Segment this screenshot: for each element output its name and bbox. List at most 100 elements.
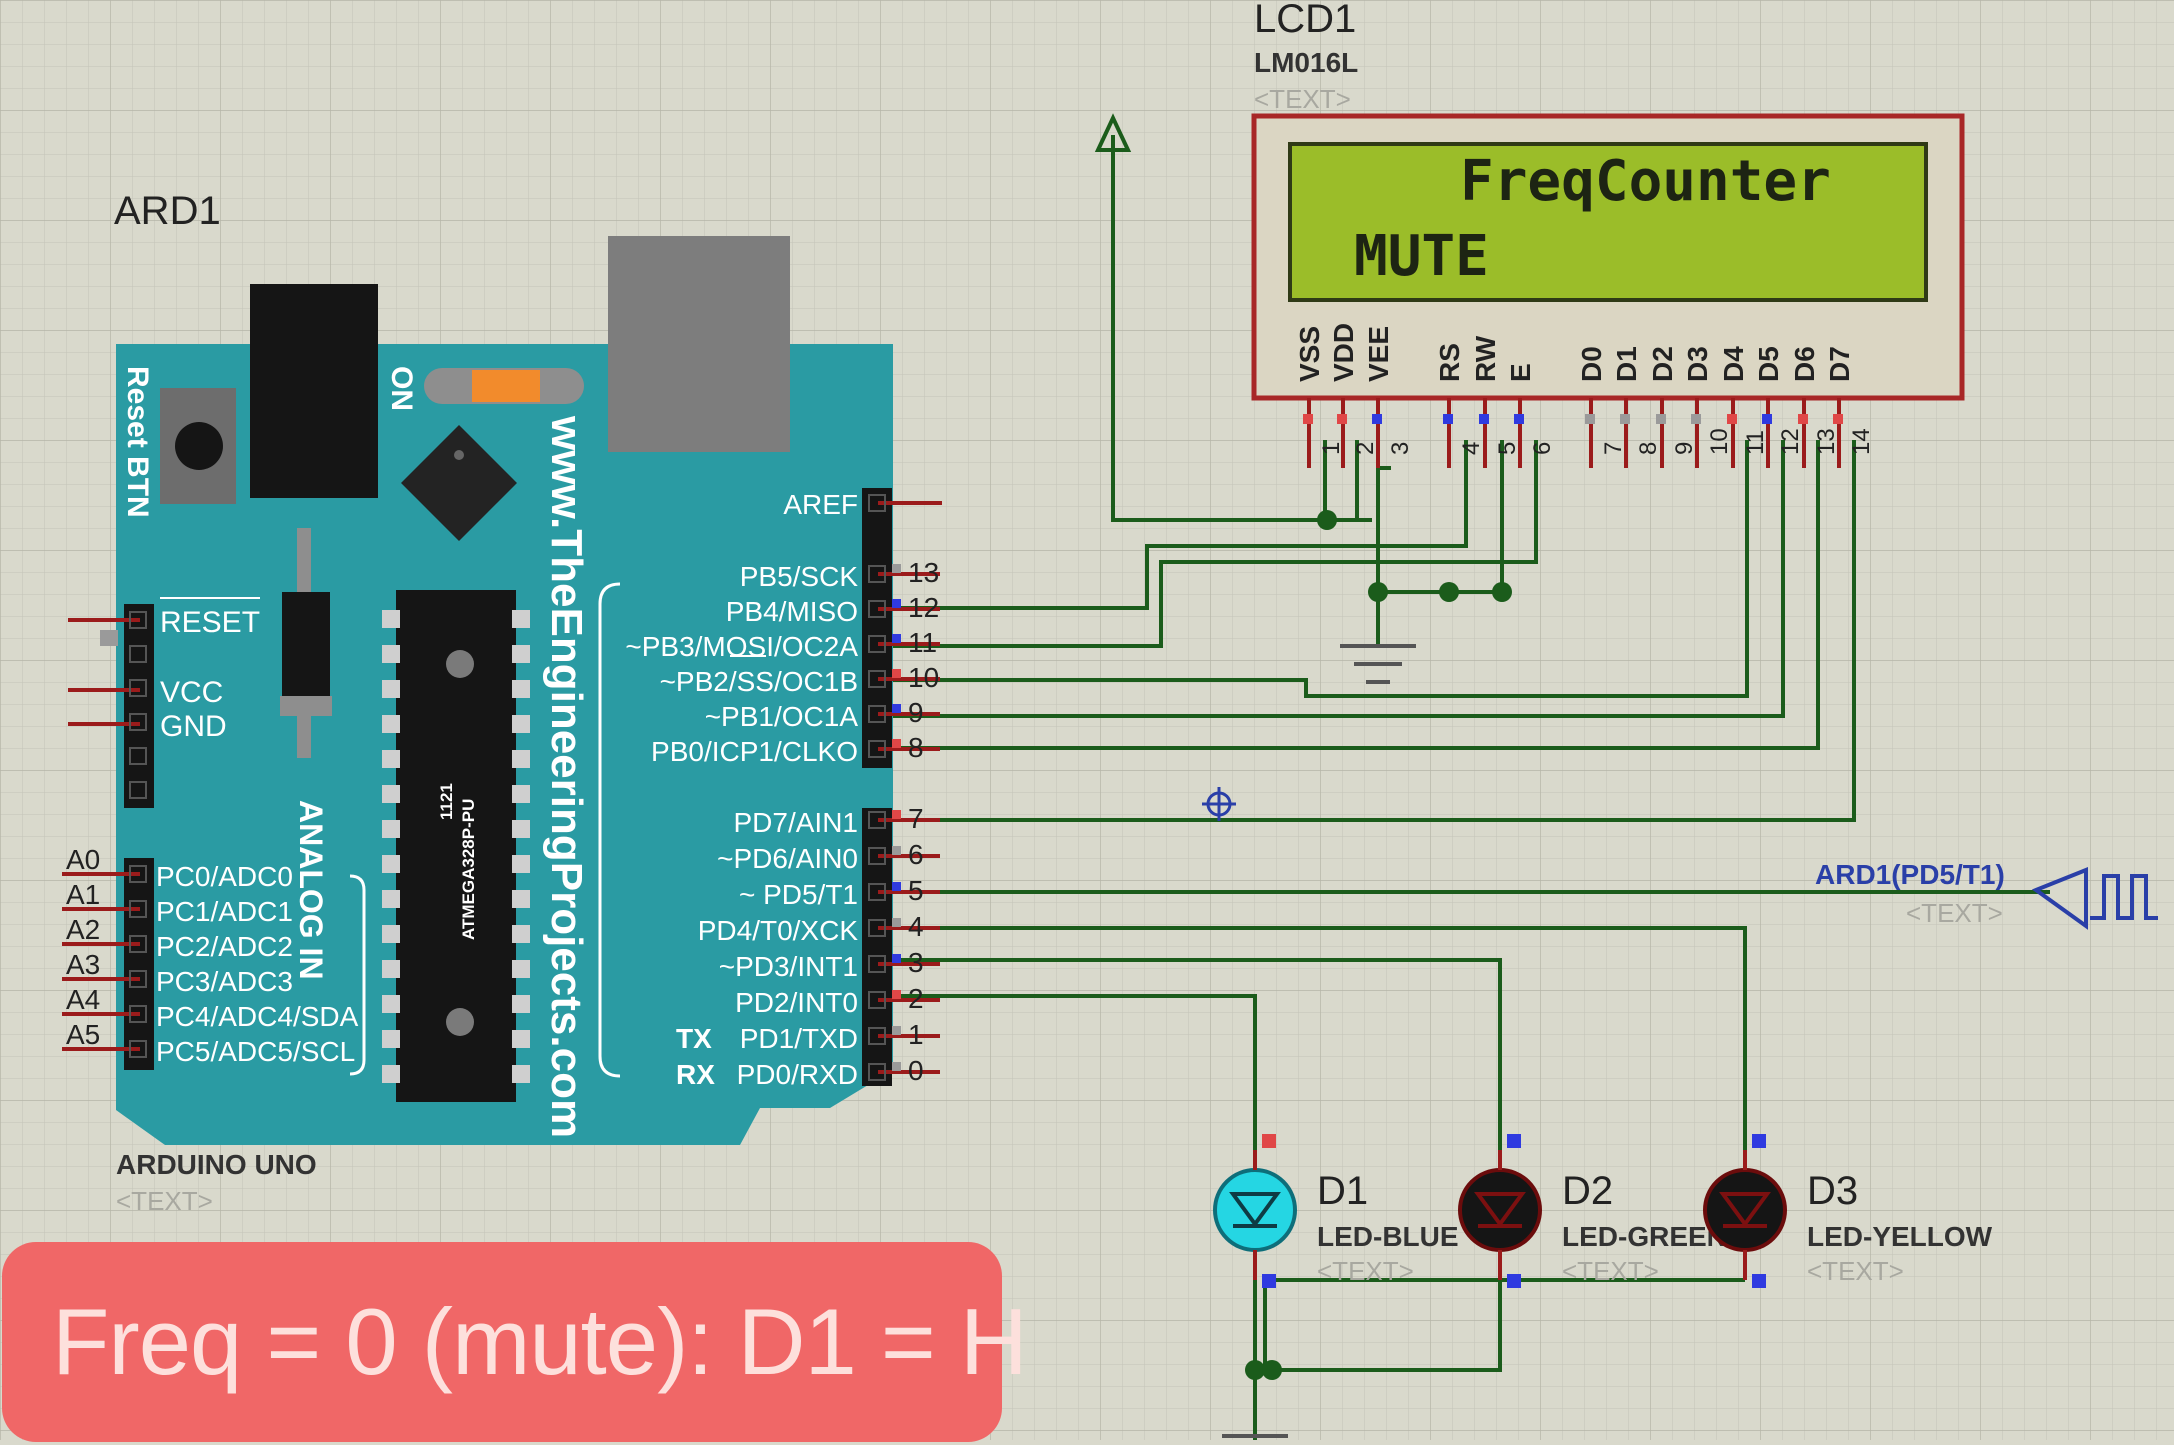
chip-label: ATMEGA328P-PU (459, 799, 478, 940)
led-body (1213, 1168, 1297, 1252)
power-terminal-icon[interactable] (1094, 113, 1132, 152)
generator-terminal-icon (2031, 867, 2088, 930)
pin-state-indicator (1337, 414, 1347, 424)
led-text-placeholder: <TEXT> (1562, 1256, 1659, 1286)
lcd-line-2: MUTE (1354, 224, 1489, 289)
lcd-pin-name: D7 (1824, 346, 1855, 382)
arduino-uno[interactable]: ATMEGA328P-PU 1121 Reset BTN ON www.TheE… (62, 236, 942, 1145)
crystal (282, 592, 330, 696)
chip-dot (446, 1008, 474, 1036)
signal-generator[interactable]: ARD1(PD5/T1) <TEXT> (1815, 859, 2158, 930)
chip-pin (512, 855, 530, 873)
digital-pin-label: PD1/TXD (740, 1023, 858, 1054)
pin-state-indicator (1507, 1134, 1521, 1148)
led-text-placeholder: <TEXT> (1807, 1256, 1904, 1286)
header-hole (868, 565, 886, 583)
lcd-pin-name: D6 (1789, 346, 1820, 382)
chip-pin (382, 645, 400, 663)
chip-pin (382, 855, 400, 873)
header-hole (868, 494, 886, 512)
lcd-lm016l[interactable]: FreqCounter MUTE VSS1VDD2VEE3RS4RW5E6D07… (1251, 113, 1965, 468)
pin-state-indicator (892, 846, 901, 855)
header-hole (868, 991, 886, 1009)
pin-state-indicator (892, 810, 901, 819)
led-ref: D2 (1562, 1169, 1613, 1213)
analog-bracket (349, 874, 366, 1076)
lcd-pin-name: D4 (1718, 346, 1749, 382)
chip-pin (512, 750, 530, 768)
pin-state-indicator (892, 990, 901, 999)
lcd-pin-name: D1 (1611, 346, 1642, 382)
digital-pin-label: PB0/ICP1/CLKO (651, 736, 858, 767)
led-type: LED-GREEN (1562, 1221, 1727, 1252)
chip-pin (512, 995, 530, 1013)
digital-pin-number: 4 (908, 911, 924, 942)
analog-pin-label: PC3/ADC3 (156, 966, 293, 997)
power-header (124, 604, 154, 808)
chip-pin (512, 960, 530, 978)
crosshair-cursor-icon (1202, 787, 1236, 821)
digital-pin-number: 0 (908, 1055, 924, 1086)
digital-pin-label: ~PB3/MOSI/OC2A (625, 631, 858, 662)
header-hole (868, 705, 886, 723)
pin-state-indicator (1507, 1274, 1521, 1288)
pin-state-indicator (892, 882, 901, 891)
pin-state-indicator (892, 669, 901, 678)
header-hole (868, 635, 886, 653)
chip-pin (512, 715, 530, 733)
pin-state-indicator (1620, 414, 1630, 424)
reset-button-cap-icon (175, 422, 223, 470)
analog-in-label: ANALOG IN (293, 800, 329, 980)
diode-icon (1719, 1192, 1771, 1228)
chip-pin (382, 820, 400, 838)
lcd-pin-name: VEE (1363, 326, 1394, 382)
chip-pin (382, 890, 400, 908)
chip-pin (512, 1065, 530, 1083)
power-pin-label: GND (160, 710, 227, 743)
usb-port (608, 236, 790, 452)
crystal-band (280, 696, 332, 716)
header-hole (868, 670, 886, 688)
lcd-pin-number: 6 (1529, 442, 1556, 455)
caption-overlay: Freq = 0 (mute): D1 = H (2, 1242, 1028, 1442)
chip-pin (382, 1030, 400, 1048)
pin-state-indicator (892, 564, 901, 573)
header-hole (868, 847, 886, 865)
header-hole (868, 600, 886, 618)
header-hole (129, 900, 147, 918)
pin-state-indicator (892, 954, 901, 963)
lcd-model: LM016L (1254, 47, 1358, 78)
reset-btn-label: Reset BTN (121, 366, 154, 518)
header-hole (129, 713, 147, 731)
digital-pin-label: ~PB2/SS/OC1B (660, 666, 858, 697)
led-body (1458, 1168, 1542, 1252)
chip-pin (382, 785, 400, 803)
lcd-pin-number: 3 (1387, 442, 1414, 455)
lcd-pin-number: 12 (1777, 428, 1804, 455)
square-wave-icon (2090, 874, 2158, 920)
header-hole (129, 747, 147, 765)
lcd-pin-number: 7 (1600, 442, 1627, 455)
digital-pin-number: 11 (908, 627, 937, 658)
digital-pin-number: 10 (908, 662, 939, 693)
chip-notch (446, 650, 474, 678)
pin-state-indicator (1479, 414, 1489, 424)
digital-pin-label: PB5/SCK (740, 561, 859, 592)
pin-state-indicator (1833, 414, 1843, 424)
led-type: LED-BLUE (1317, 1221, 1459, 1252)
pin-state-indicator (1798, 414, 1808, 424)
arduino-model: ARDUINO UNO (116, 1149, 317, 1180)
header-hole (129, 781, 147, 799)
digital-pin-label: PB4/MISO (726, 596, 858, 627)
header-hole (129, 645, 147, 663)
website-label: www.TheEngineeringProjects.com (542, 415, 591, 1138)
chip-pin (512, 645, 530, 663)
header-hole (129, 1005, 147, 1023)
on-label: ON (385, 366, 418, 411)
pin-state-indicator (1262, 1274, 1276, 1288)
lcd-pin-number: 4 (1458, 442, 1485, 455)
